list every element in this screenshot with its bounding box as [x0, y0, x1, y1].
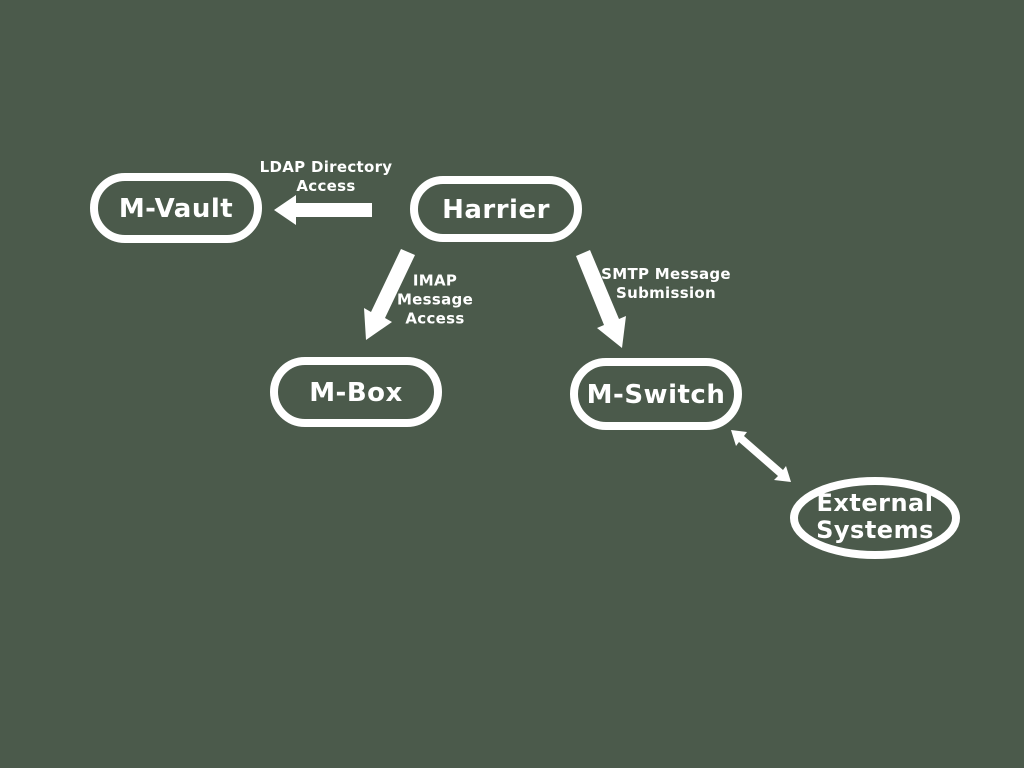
node-m-switch — [570, 358, 742, 430]
edge-arrow-smtp-message-submission — [576, 250, 626, 348]
node-m-box — [270, 357, 442, 427]
edge-label-imap-message-access: IMAP Message Access — [396, 271, 474, 328]
edge-label-smtp-message-submission: SMTP Message Submission — [601, 265, 731, 302]
node-label-m-switch: M-Switch — [586, 380, 726, 410]
edge-label-ldap-directory-access: LDAP Directory Access — [259, 158, 393, 195]
node-label-external-systems: External Systems — [816, 489, 934, 544]
node-harrier — [410, 176, 582, 242]
node-label-m-box: M-Box — [309, 378, 403, 408]
node-external-systems — [790, 477, 960, 559]
edge-arrow-imap-message-access — [364, 249, 415, 340]
node-label-m-vault: M-Vault — [118, 194, 234, 224]
edge-arrow-m-switch-external-systems — [731, 430, 791, 482]
edge-arrow-ldap-directory-access — [274, 195, 372, 225]
node-label-harrier: Harrier — [442, 195, 550, 225]
node-m-vault — [90, 173, 262, 243]
